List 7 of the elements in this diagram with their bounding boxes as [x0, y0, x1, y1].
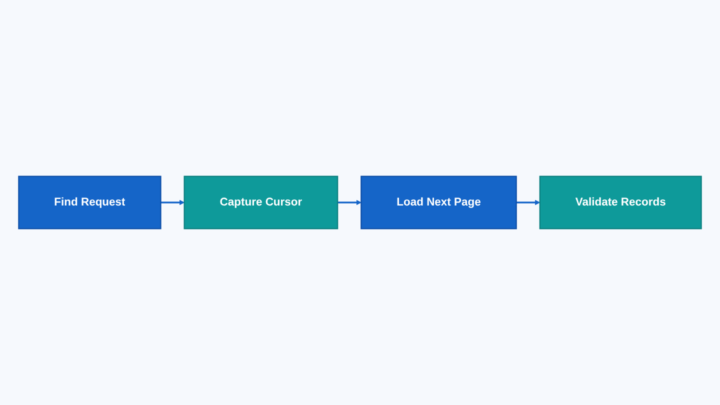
process-box: Find Request [18, 176, 162, 230]
arrow [516, 200, 540, 206]
process-box: Validate Records [539, 176, 702, 230]
process-box: Load Next Page [360, 176, 517, 230]
process-box: Capture Cursor [184, 176, 338, 230]
arrow [160, 200, 185, 206]
arrow [338, 200, 362, 206]
